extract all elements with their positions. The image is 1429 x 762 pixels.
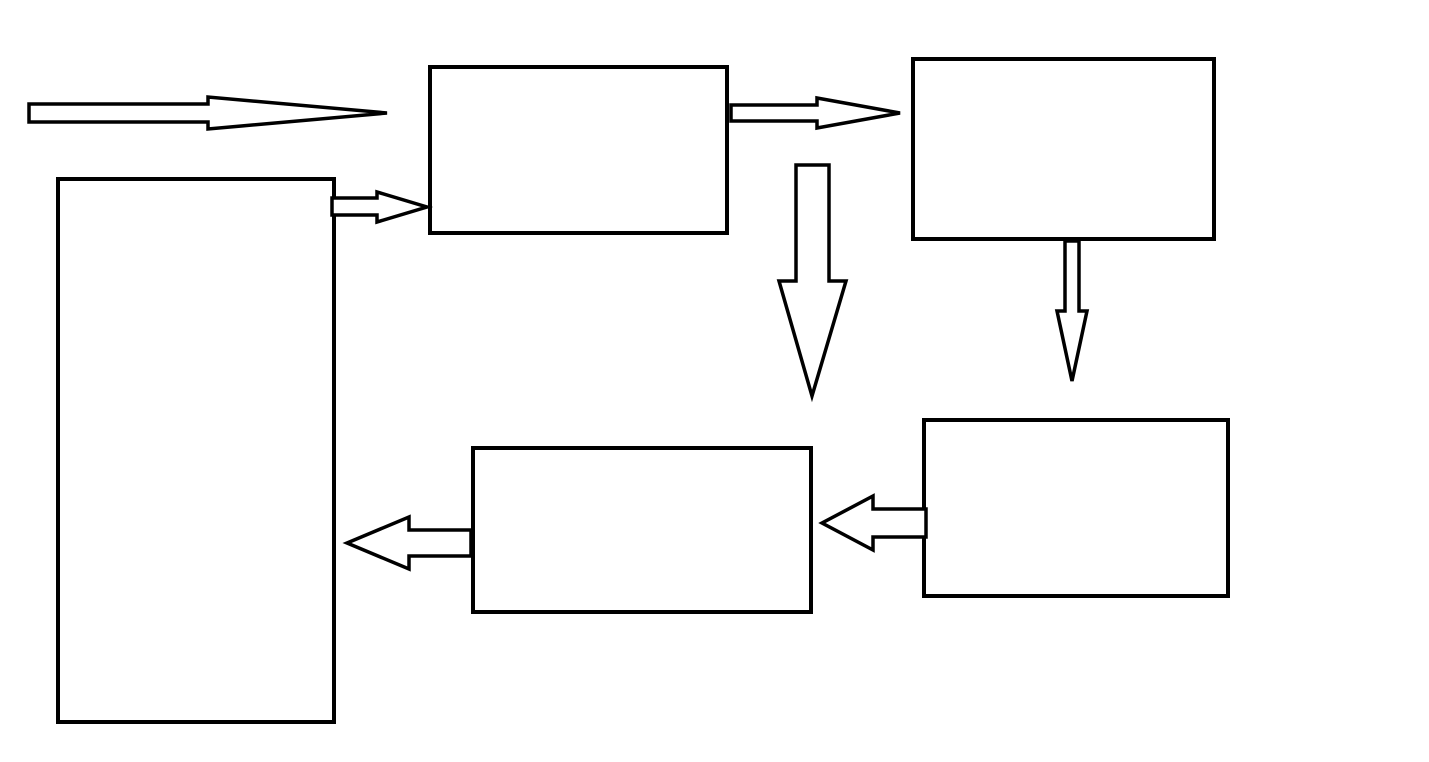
input-arrow (27, 95, 388, 131)
bottom-middle-to-left-arrow (342, 514, 473, 572)
left-to-top-middle-arrow (330, 189, 434, 225)
top-middle-box (428, 65, 729, 235)
center-down-arrow (776, 163, 849, 403)
bottom-middle-box (471, 446, 813, 614)
bottom-right-to-bottom-middle-arrow (818, 493, 928, 553)
top-right-to-bottom-right-arrow (1054, 239, 1090, 382)
bottom-right-box (922, 418, 1230, 598)
tall-left-box (56, 177, 336, 724)
top-middle-to-top-right-arrow (729, 95, 901, 131)
top-right-box (911, 57, 1216, 241)
